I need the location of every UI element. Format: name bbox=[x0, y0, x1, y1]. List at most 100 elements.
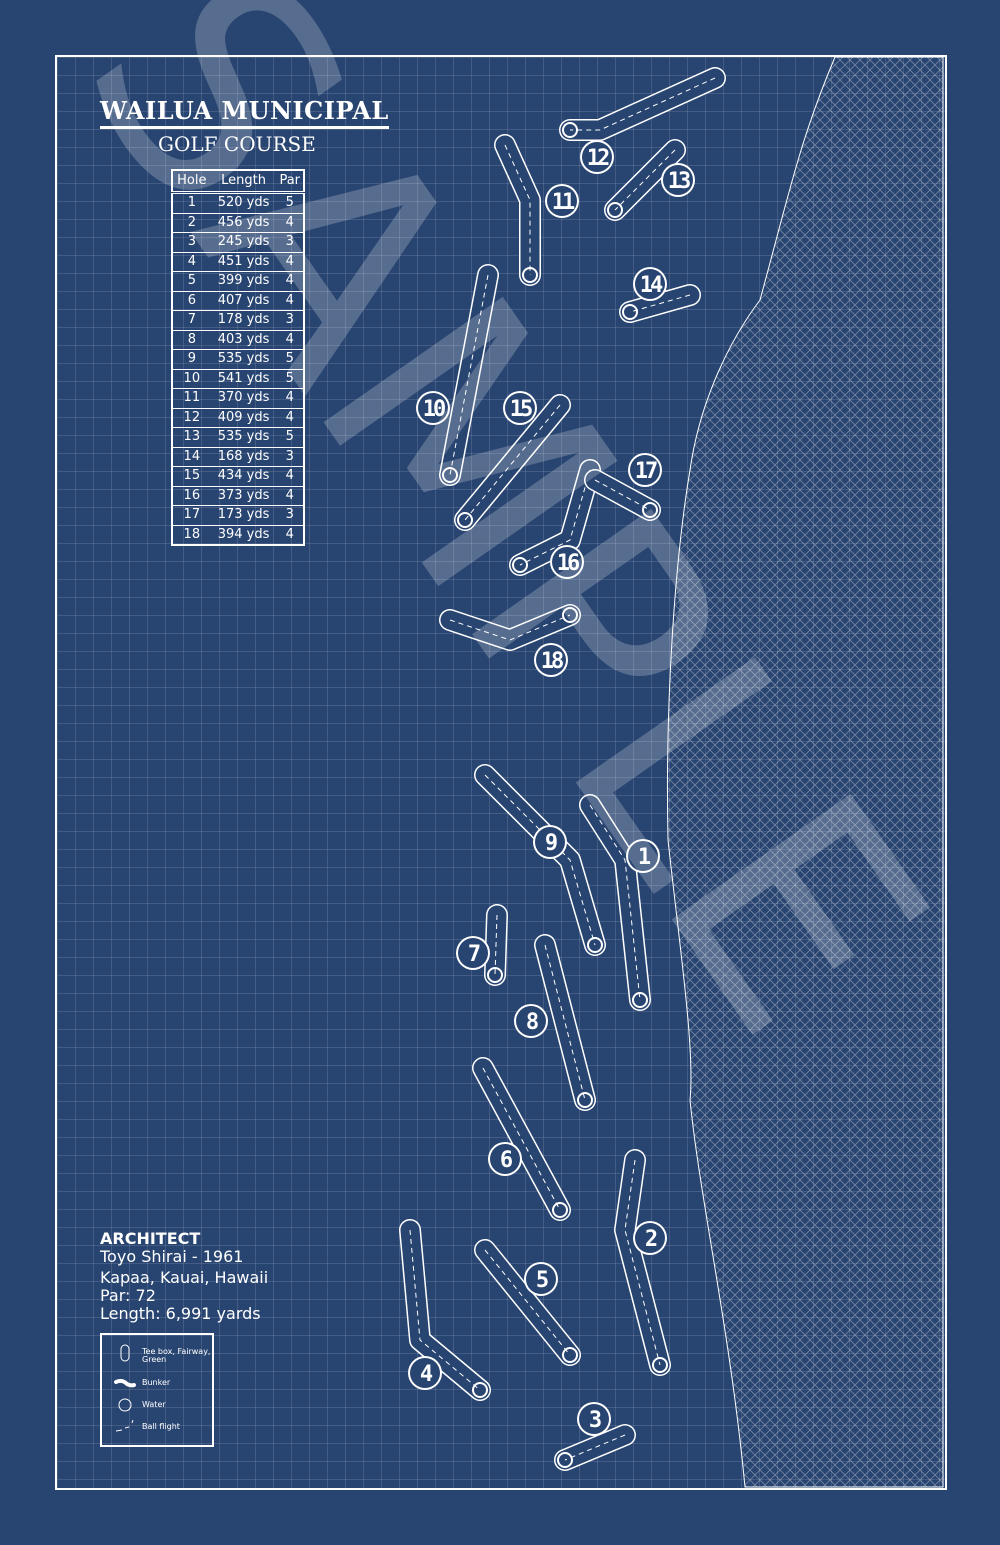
ball-flight bbox=[594, 479, 651, 511]
legend-water: Water bbox=[142, 1400, 166, 1409]
cell-length: 535 yds bbox=[210, 427, 277, 448]
cell-length: 451 yds bbox=[210, 252, 277, 272]
green bbox=[512, 557, 528, 573]
cell-length: 173 yds bbox=[210, 505, 277, 526]
cell-par: 5 bbox=[276, 349, 304, 370]
course-info: ARCHITECT Toyo Shirai - 1961 Kapaa, Kaua… bbox=[100, 1230, 268, 1323]
hole-14[interactable]: 14 bbox=[619, 267, 701, 323]
ball-flight bbox=[570, 77, 716, 131]
cell-par: 5 bbox=[276, 192, 304, 214]
hole-17[interactable]: 17 bbox=[584, 453, 662, 521]
green bbox=[587, 937, 603, 953]
hole-3[interactable]: 3 bbox=[554, 1402, 636, 1471]
fairway bbox=[473, 1058, 570, 1220]
cell-length: 535 yds bbox=[210, 349, 277, 370]
green bbox=[622, 304, 638, 320]
hole-8[interactable]: 8 bbox=[514, 934, 596, 1111]
cell-par: 5 bbox=[276, 427, 304, 448]
hole-4[interactable]: 4 bbox=[399, 1219, 491, 1401]
green bbox=[642, 502, 658, 518]
header-hole: Hole bbox=[172, 170, 211, 194]
cell-length: 178 yds bbox=[210, 310, 277, 331]
ball-flight bbox=[484, 1249, 571, 1356]
cell-hole: 13 bbox=[172, 427, 211, 448]
cell-length: 409 yds bbox=[210, 408, 277, 428]
green bbox=[442, 467, 458, 483]
cell-hole: 3 bbox=[172, 232, 211, 253]
ball-flight bbox=[589, 804, 641, 1001]
hole-number-badge-inner bbox=[458, 938, 488, 968]
hole-12[interactable]: 12 bbox=[559, 67, 726, 174]
hole-5[interactable]: 5 bbox=[474, 1239, 581, 1366]
hole-15[interactable]: 15 bbox=[454, 391, 571, 531]
ball-flight bbox=[629, 294, 691, 313]
hole-number-badge-inner bbox=[579, 1404, 609, 1434]
hole-number-badge-inner bbox=[552, 547, 582, 577]
hole-16[interactable]: 16 bbox=[509, 459, 601, 579]
header-length: Length bbox=[210, 170, 277, 194]
hole-number: 11 bbox=[552, 190, 575, 215]
cell-par: 4 bbox=[276, 213, 304, 233]
cell-hole: 1 bbox=[172, 192, 211, 214]
water-icon bbox=[118, 1398, 132, 1412]
hole-2[interactable]: 2 bbox=[614, 1149, 671, 1376]
cell-hole: 5 bbox=[172, 271, 211, 292]
hole-13[interactable]: 13 bbox=[604, 139, 695, 221]
hole-10[interactable]: 10 bbox=[416, 264, 499, 486]
green bbox=[457, 512, 473, 528]
hole-number-badge-inner bbox=[516, 1006, 546, 1036]
hole-6[interactable]: 6 bbox=[472, 1057, 571, 1221]
hole-18[interactable]: 18 bbox=[439, 604, 581, 677]
cell-par: 4 bbox=[276, 525, 304, 546]
hole-number: 3 bbox=[589, 1408, 601, 1433]
green bbox=[632, 992, 648, 1008]
cell-hole: 15 bbox=[172, 466, 211, 487]
cell-length: 370 yds bbox=[210, 388, 277, 409]
ball-flight bbox=[464, 404, 561, 521]
green bbox=[607, 202, 623, 218]
cell-hole: 16 bbox=[172, 486, 211, 506]
header-par: Par bbox=[276, 170, 304, 194]
cell-par: 4 bbox=[276, 330, 304, 350]
cell-length: 394 yds bbox=[210, 525, 277, 546]
green bbox=[562, 122, 578, 138]
fairway bbox=[535, 935, 595, 1110]
hole-number-badge-inner bbox=[526, 1264, 556, 1294]
cell-par: 4 bbox=[276, 291, 304, 311]
ball-flight bbox=[624, 1159, 661, 1366]
cell-par: 3 bbox=[276, 505, 304, 526]
ball-flight bbox=[519, 469, 591, 566]
cell-par: 3 bbox=[276, 232, 304, 253]
green bbox=[552, 1202, 568, 1218]
legend-tee: Tee box, Fairway, Green bbox=[142, 1347, 211, 1364]
green bbox=[577, 1092, 593, 1108]
cell-length: 373 yds bbox=[210, 486, 277, 506]
hole-7[interactable]: 7 bbox=[456, 904, 508, 986]
green bbox=[562, 1347, 578, 1363]
legend: Tee box, Fairway, Green Bunker Water Bal… bbox=[100, 1333, 214, 1447]
hole-11[interactable]: 11 bbox=[494, 134, 579, 286]
ball-flight bbox=[504, 144, 531, 275]
hole-number: 14 bbox=[640, 273, 663, 298]
ball-flight bbox=[564, 1434, 626, 1461]
hole-9[interactable]: 9 bbox=[474, 764, 606, 956]
hole-1[interactable]: 1 bbox=[579, 794, 660, 1011]
bunker-icon bbox=[114, 1378, 136, 1388]
cell-hole: 7 bbox=[172, 310, 211, 331]
cell-length: 403 yds bbox=[210, 330, 277, 350]
legend-flight: Ball flight bbox=[142, 1422, 180, 1431]
